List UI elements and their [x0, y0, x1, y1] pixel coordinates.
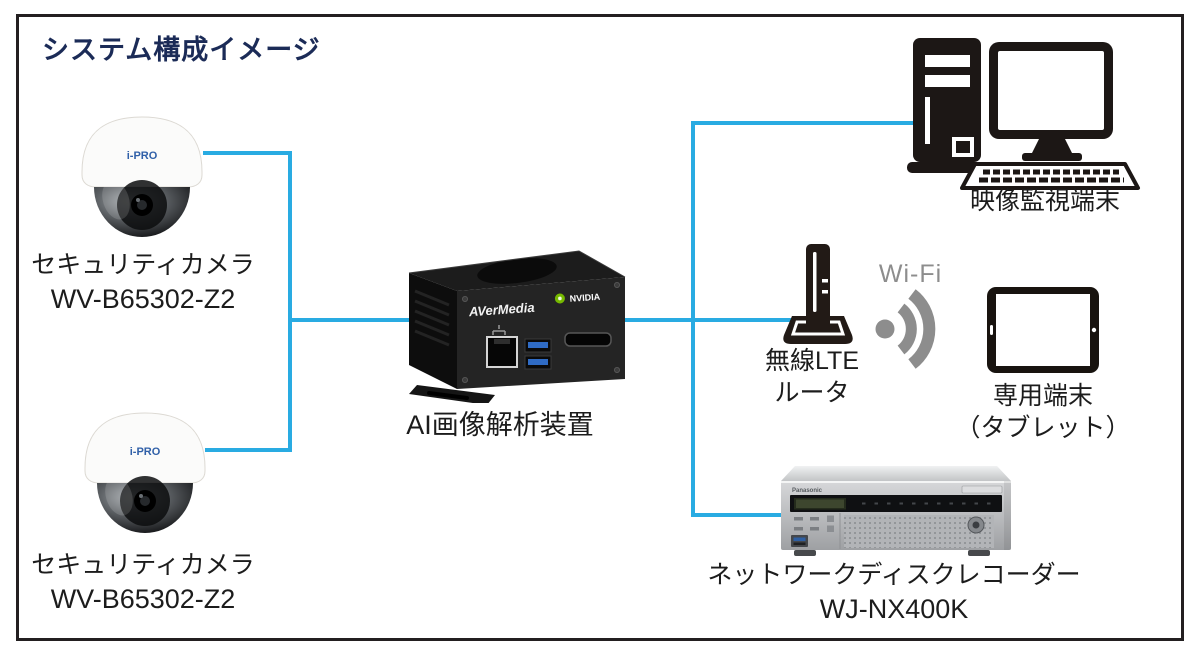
recorder-foot-left — [794, 550, 816, 556]
hdmi-port — [564, 332, 612, 347]
mount-bracket — [409, 385, 495, 403]
tablet-line1: 専用端末 — [992, 382, 1093, 410]
security-camera-2-icon: i-PRO — [84, 412, 206, 533]
recorder-line1: ネットワークディスクレコーダー — [707, 561, 1081, 589]
camera-lens-glint — [139, 494, 143, 498]
keyboard — [960, 162, 1140, 190]
recorder-lcd-screen — [796, 499, 844, 508]
router-led-1 — [822, 279, 828, 283]
tower-power-square — [952, 137, 974, 157]
router-stick — [806, 244, 830, 324]
camera-brand-text: i-PRO — [130, 446, 161, 458]
wifi-arc-2 — [908, 289, 936, 369]
recorder-buttons — [794, 515, 834, 532]
dome-highlight — [102, 180, 130, 220]
recorder-top-face — [781, 466, 1011, 481]
camera-lens-inner — [140, 496, 150, 506]
ai-analyzer-icon: AVerMedia NVIDIA — [408, 250, 626, 403]
box-top-vent — [477, 258, 557, 284]
avermedia-brand-text: AVerMedia — [467, 300, 535, 320]
lte-router-icon — [783, 244, 853, 344]
connector-ai-to-router — [600, 318, 794, 322]
connector-cameras-to-ai — [290, 318, 412, 322]
tablet-label: 専用端末 （タブレット） — [943, 381, 1143, 444]
ai-analyzer-text: AI画像解析装置 — [406, 410, 594, 440]
connector-camera1 — [203, 151, 292, 155]
wifi-label: Wi-Fi — [878, 260, 943, 288]
tower-vent-line — [925, 97, 930, 144]
usb-ports — [524, 338, 552, 370]
camera-brand-text: i-PRO — [127, 150, 158, 162]
recorder-foot-right — [968, 550, 990, 556]
camera1-model: WV-B65302-Z2 — [50, 283, 236, 314]
router-led-2 — [822, 290, 828, 294]
nvidia-badge-text: NVIDIA — [569, 292, 601, 304]
front-screws — [462, 282, 620, 383]
tablet-icon — [987, 287, 1099, 373]
camera2-name: セキュリティカメラ — [31, 551, 255, 579]
connector-right-vertical — [691, 121, 695, 517]
camera-housing — [81, 116, 203, 188]
tablet-button — [1091, 327, 1097, 333]
ai-analyzer-label: AI画像解析装置 — [330, 408, 670, 442]
recorder-edge-highlight — [781, 481, 1011, 483]
camera2-label: セキュリティカメラ WV-B65302-Z2 — [3, 550, 283, 616]
monitoring-pc-label: 映像監視端末 — [905, 186, 1185, 218]
camera1-label: セキュリティカメラ WV-B65302-Z2 — [3, 250, 283, 316]
camera-housing — [84, 412, 206, 484]
recorder-label: ネットワークディスクレコーダー WJ-NX400K — [694, 560, 1094, 626]
camera-lens-glint — [136, 198, 140, 202]
connector-left-vertical — [288, 151, 292, 452]
monitor-neck — [1031, 139, 1073, 155]
diagram-border — [16, 14, 1184, 641]
monitoring-pc-icon — [907, 38, 1140, 190]
recorder-line2: WJ-NX400K — [819, 593, 969, 624]
recorder-dial-center — [972, 521, 980, 529]
wifi-signal-icon — [875, 289, 936, 369]
recorder-usb-lower — [793, 542, 806, 545]
recorder-right-shade — [1004, 481, 1011, 550]
monitor-stand — [1022, 153, 1082, 161]
bracket-slot — [427, 391, 469, 400]
recorder-brand-text: Panasonic — [792, 488, 823, 494]
recorder-usb-tongue — [793, 537, 806, 541]
camera1-name: セキュリティカメラ — [31, 251, 255, 279]
router-slot — [813, 252, 817, 312]
tablet-line2: （タブレット） — [955, 413, 1131, 442]
dome-highlight — [105, 476, 133, 516]
camera-lens-inner — [137, 200, 147, 210]
lte-router-line2: ルータ — [774, 378, 850, 407]
connector-camera2 — [205, 448, 292, 452]
wifi-dot — [875, 319, 895, 339]
security-camera-1-icon: i-PRO — [81, 116, 203, 237]
side-vents — [414, 289, 450, 347]
wifi-arc-1 — [897, 303, 917, 355]
network-glyph — [492, 325, 506, 335]
tower-drive-slot-1 — [925, 55, 970, 67]
pc-tower-base — [907, 162, 987, 173]
diagram-title: システム構成イメージ — [42, 35, 321, 65]
tablet-camera — [990, 325, 993, 335]
lte-router-label: 無線LTE ルータ — [732, 346, 892, 409]
nvidia-badge: NVIDIA — [554, 292, 601, 304]
router-stick-base — [806, 316, 830, 330]
disk-recorder-icon: Panasonic — [781, 466, 1011, 556]
tower-drive-slot-2 — [925, 75, 970, 87]
camera2-model: WV-B65302-Z2 — [50, 583, 236, 614]
monitor-screen — [998, 51, 1104, 130]
box-edge — [408, 250, 626, 278]
connector-to-recorder — [695, 513, 785, 517]
tablet-screen — [996, 294, 1090, 366]
monitoring-pc-text: 映像監視端末 — [969, 187, 1120, 215]
connector-to-pc — [695, 121, 920, 125]
recorder-badge — [961, 485, 1003, 494]
ethernet-tab — [494, 339, 510, 344]
lte-router-line1: 無線LTE — [765, 347, 859, 375]
